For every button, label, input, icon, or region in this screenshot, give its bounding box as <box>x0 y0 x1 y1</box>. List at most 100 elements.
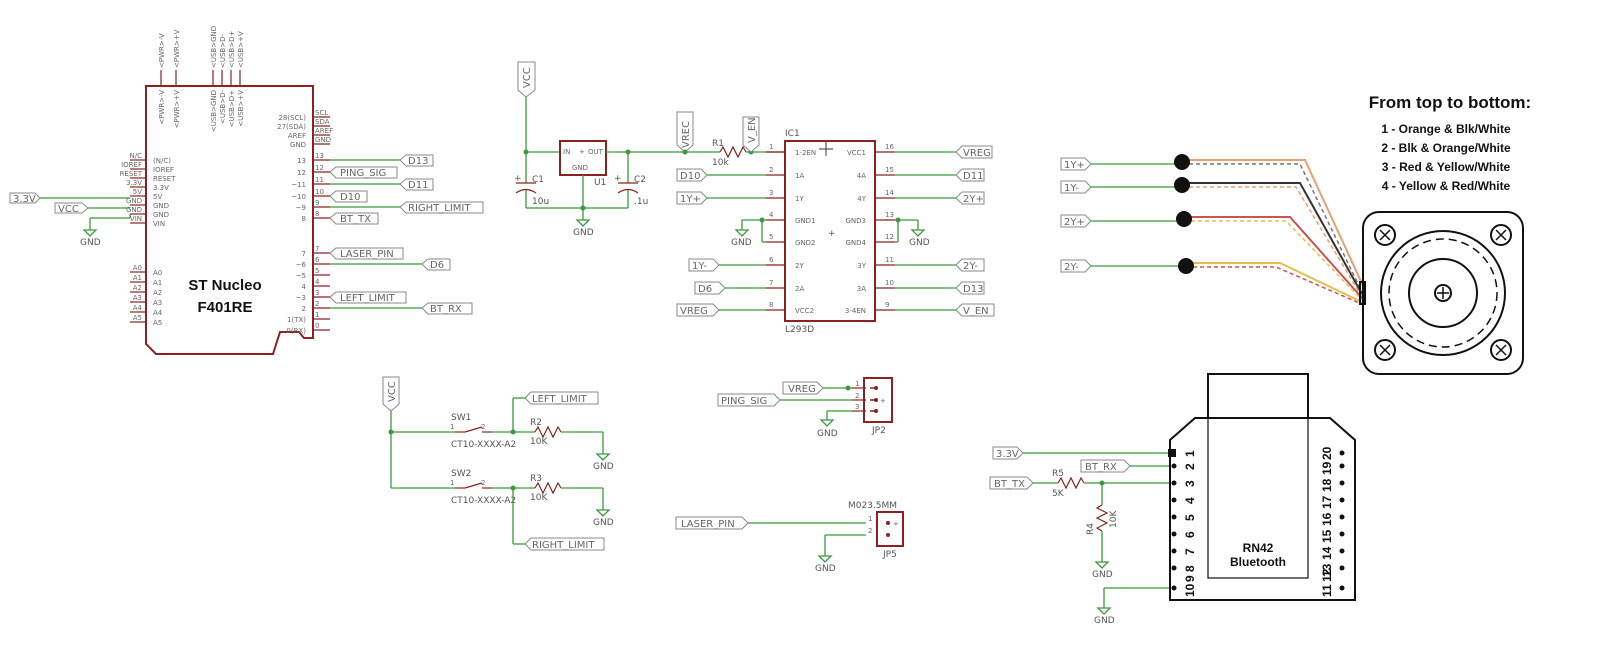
left-pin-inner: GND <box>153 202 169 210</box>
r3-value: 10K <box>530 493 548 503</box>
sw-vcc-label: VCC <box>387 381 398 402</box>
l293-right-num: 16 <box>885 143 894 151</box>
bt-pin-num: 8 <box>1183 565 1197 572</box>
right-pin-outer: AREF <box>315 127 333 135</box>
bt-pin-num: 4 <box>1183 497 1197 504</box>
bt-pin-num: 12 <box>1320 568 1334 582</box>
u1-label: U1 <box>594 178 606 188</box>
l293-right-pin: VCC1 <box>847 149 866 157</box>
bluetooth-section: 3.3V BT_RX BT_TX R5 5K R4 10K GND GND <box>989 373 1356 626</box>
bt-pin-num: 5 <box>1183 514 1197 521</box>
bt-name-line2: Bluetooth <box>1230 555 1286 569</box>
bt-pin-num: 9 <box>1183 575 1197 582</box>
right-pin-inner: ~6 <box>296 261 307 269</box>
u1-plus: + <box>579 148 585 156</box>
laser-section: M023.5MM LASER_PIN GND 1 2 + JP5 <box>675 501 904 574</box>
c2-label: C2 <box>634 175 646 185</box>
top-pin-inner-label: <PWR>+V <box>173 90 181 129</box>
u1-out: OUT <box>588 148 604 156</box>
jp2-ping-sig-label: PING_SIG <box>721 396 767 407</box>
r4-label: R4 <box>1086 523 1096 535</box>
bt-pin-num: 3 <box>1183 480 1197 487</box>
left-pin-inner: (N/C) <box>153 157 171 165</box>
bt-3v3-label: 3.3V <box>996 449 1019 460</box>
motor-legend-title: From top to bottom: <box>1369 93 1531 112</box>
jp5-pin: 1 <box>868 515 872 523</box>
bt-pin-num: 2 <box>1183 463 1197 470</box>
jp2-pin: 3 <box>855 403 859 411</box>
motor-label-2y-minus: 2Y- <box>1064 262 1079 273</box>
nucleo-top-pins: <PWR>-V <PWR>+V <USB>GND <USB>D- <USB>D+… <box>158 26 245 132</box>
bt-pin-num: 14 <box>1320 546 1334 560</box>
limit-switch-section: VCC SW1 1 2 CT10-XXXX-A2 LEFT_LIMIT R2 1… <box>382 376 614 551</box>
right-pin-outer: 13 <box>315 152 324 160</box>
r2-gnd: GND <box>593 462 614 472</box>
l293-left-num: 8 <box>769 301 773 309</box>
right-pin-inner: ~10 <box>291 193 306 201</box>
v-en-label: V_EN <box>747 117 758 143</box>
jp5-part: M023.5MM <box>848 501 897 511</box>
top-pin-inner-label: <USB>+V <box>237 90 245 127</box>
top-pin-inner-label: <PWR>-V <box>158 90 166 125</box>
net-label-right-limit: RIGHT_LIMIT <box>408 203 471 214</box>
vrec-label: VREC <box>681 121 692 148</box>
l293-label-d11: D11 <box>963 171 983 182</box>
l293-right-num: 15 <box>885 166 894 174</box>
left-pin-outer: VIN <box>130 215 142 223</box>
bt-pin-num: 15 <box>1320 529 1334 543</box>
left-pin-outer: A1 <box>133 274 142 282</box>
l293d-part: L293D <box>785 325 814 335</box>
left-pin-inner: A4 <box>153 309 163 317</box>
regulator-section: VCC + C1 10u IN + OUT GND U1 GND + C2 .1… <box>514 61 720 238</box>
left-pin-outer: N/C <box>130 152 143 160</box>
l293-label-d6: D6 <box>698 284 712 295</box>
top-pin-inner-label: <USB>D- <box>219 90 227 124</box>
right-pin-inner: 1(TX) <box>287 316 306 324</box>
bt-pin-num: 16 <box>1320 512 1334 526</box>
r5-label: R5 <box>1052 469 1064 479</box>
l293-gnd-left: GND <box>731 238 752 248</box>
left-pin-inner: RESET <box>153 175 176 183</box>
right-pin-inner: 4 <box>302 283 307 291</box>
right-pin-inner: 13 <box>297 157 306 165</box>
left-pin-outer: 5V <box>133 188 142 196</box>
top-pin-inner-label: <USB>D+ <box>228 90 236 127</box>
left-pin-outer: A2 <box>133 284 142 292</box>
net-label-3v3: 3.3V <box>13 194 36 205</box>
left-pin-outer: A0 <box>133 264 142 272</box>
r1-label: R1 <box>712 139 724 149</box>
l293-right-num: 11 <box>885 256 894 264</box>
l293-right-pin: 3A <box>857 285 866 293</box>
net-label-bt-tx: BT_TX <box>340 214 371 225</box>
sw-right-limit-label: RIGHT_LIMIT <box>532 540 595 551</box>
right-pin-outer: 11 <box>315 176 324 184</box>
jp2-pin: 2 <box>855 392 859 400</box>
right-pin-outer: 12 <box>315 164 324 172</box>
l293-right-num: 10 <box>885 279 894 287</box>
left-pin-inner: 5V <box>153 193 162 201</box>
left-pin-inner: A0 <box>153 269 162 277</box>
c1-plus: + <box>514 174 522 184</box>
l293-right-num: 9 <box>885 301 889 309</box>
l293-label-v-en: V_EN <box>963 306 989 317</box>
left-pin-outer: RESET <box>120 170 143 178</box>
r3-label: R3 <box>530 474 542 484</box>
l293-right-pin: GND3 <box>845 217 866 225</box>
jp2-gnd: GND <box>817 429 838 439</box>
net-label-vcc: VCC <box>58 204 79 215</box>
l293-left-pin: 1-2EN <box>795 149 816 157</box>
motor-legend-item: 1 - Orange & Blk/White <box>1381 122 1511 136</box>
left-pin-outer: A3 <box>133 294 142 302</box>
l293-label-2y-plus: 2Y+ <box>963 194 984 205</box>
l293-left-num: 2 <box>769 166 773 174</box>
bt-gnd-1: GND <box>1092 570 1113 580</box>
l293-right-pin: 4Y <box>857 195 866 203</box>
l293-label-1y-minus: 1Y- <box>692 261 707 272</box>
l293-left-pin: GND2 <box>795 239 816 247</box>
bt-pin-num: 10 <box>1183 583 1197 597</box>
left-pin-inner: A2 <box>153 289 162 297</box>
nucleo-name-line2: F401RE <box>197 299 252 316</box>
sw1-pin1: 1 <box>450 423 454 431</box>
l293-right-num: 12 <box>885 233 894 241</box>
